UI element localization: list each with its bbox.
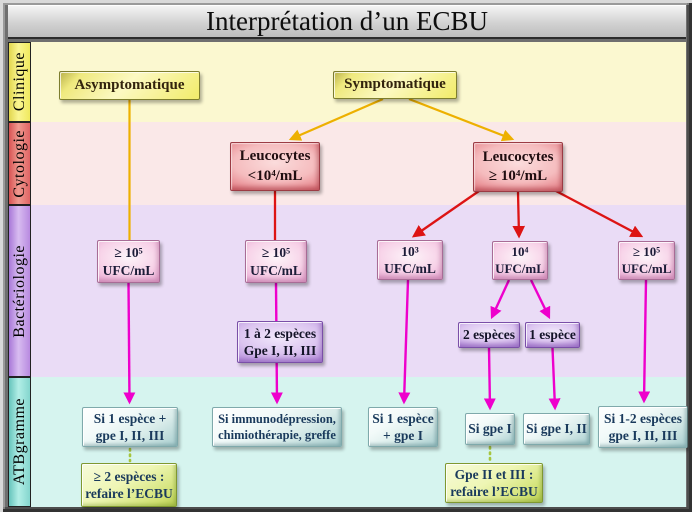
cfu-103-box: 10³ UFC/mL <box>377 240 443 280</box>
atb-1species-gpe1-box: Si 1 espèce + gpe I <box>368 407 438 447</box>
cfu-104-box: 10⁴ UFC/mL <box>492 241 548 280</box>
asymptomatic-box: Asymptomatique <box>59 71 200 100</box>
redo-ecbu-gpe23-box: Gpe II et III : refaire l’ECBU <box>445 463 543 503</box>
leucocytes-lt104-box: Leucocytes <10⁴/mL <box>230 142 320 191</box>
sidebar-row-atbgramme: ATBgramme <box>8 377 31 507</box>
leucocytes-ge104-box: Leucocytes ≥ 10⁴/mL <box>473 142 563 192</box>
redo-ecbu-2species-box: ≥ 2 espèces : refaire l’ECBU <box>81 463 177 507</box>
band-bacteriologie <box>31 205 686 377</box>
symptomatic-box: Symptomatique <box>333 71 457 99</box>
arrow-leuco-ge-to-b4 <box>512 191 526 239</box>
arrow-b4-to-p3 <box>529 279 551 320</box>
atb-gpe12-box: Si gpe I, II <box>523 413 590 445</box>
sidebar-row-bacteriologie: Bactériologie <box>8 205 31 377</box>
arrow-p2-to-a4 <box>483 347 496 411</box>
atb-immunodepression-box: Si immunodépression, chimiothérapie, gre… <box>212 407 342 447</box>
title-bar: Interprétation d’un ECBU <box>8 5 686 39</box>
cfu-ge105-box-2: ≥ 10⁵ UFC/mL <box>245 240 307 283</box>
atb-1species-gpe123-box: Si 1 espèce + gpe I, II, III <box>82 407 178 447</box>
sidebar-row-clinique: Clinique <box>8 42 31 122</box>
species-2-box: 2 espèces <box>458 322 520 348</box>
arrow-leuco-ge-to-b5 <box>555 189 644 238</box>
band-cytologie <box>31 122 686 205</box>
arrow-b5-to-a6 <box>638 279 651 404</box>
arrow-symp-to-leuco-ge <box>408 97 515 142</box>
species-1to2-box: 1 à 2 espèces Gpe I, II, III <box>237 321 323 363</box>
arrow-p3-to-a5 <box>548 347 561 411</box>
atb-12species-box: Si 1-2 espèces gpe I, II, III <box>598 406 688 448</box>
arrow-b3-to-a3 <box>398 279 411 405</box>
arrow-symp-to-leuco-lt <box>288 97 384 141</box>
page-title: Interprétation d’un ECBU <box>206 6 488 36</box>
arrow-b1-to-a1 <box>123 282 136 405</box>
species-1-box: 1 espèce <box>525 322 580 348</box>
arrow-b4-to-p2 <box>490 279 511 320</box>
cfu-ge105-box-3: ≥ 10⁵ UFC/mL <box>618 241 675 280</box>
atb-gpe1-box: Si gpe I <box>465 413 515 445</box>
sidebar-row-cytologie: Cytologie <box>8 122 31 205</box>
arrow-leuco-ge-to-b3 <box>411 190 480 238</box>
cfu-ge105-box-1: ≥ 10⁵ UFC/mL <box>97 240 160 283</box>
